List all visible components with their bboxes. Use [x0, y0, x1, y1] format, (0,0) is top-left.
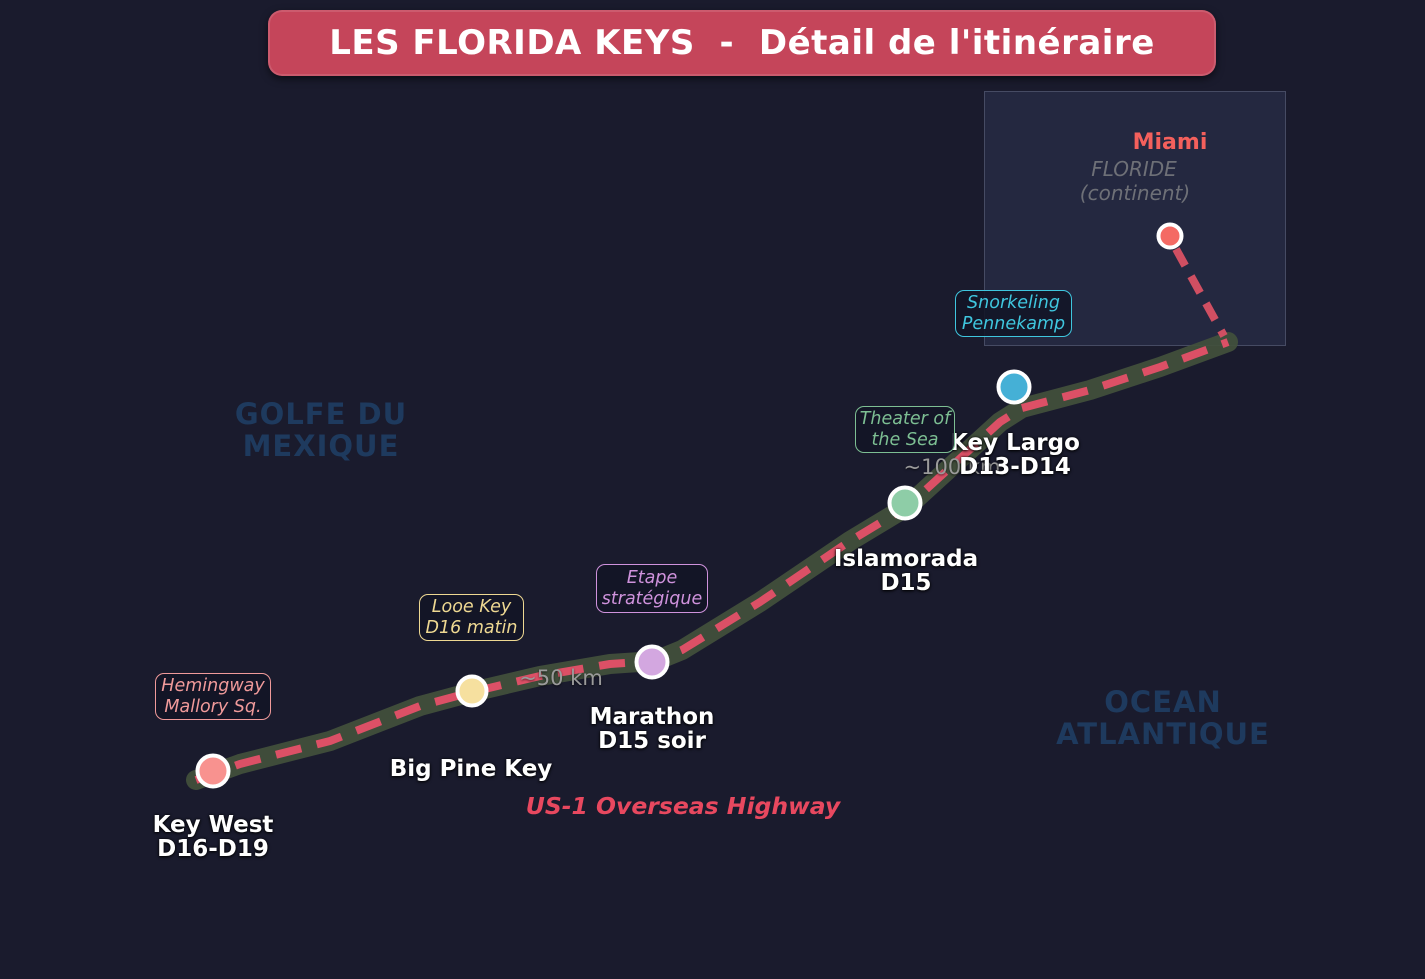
highway-name-label: US-1 Overseas Highway: [525, 792, 841, 820]
page-title: LES FLORIDA KEYS - Détail de l'itinérair…: [329, 23, 1155, 63]
distance-50km: ~50 km: [519, 666, 603, 690]
title-banner: LES FLORIDA KEYS - Détail de l'itinérair…: [268, 10, 1216, 76]
stop-dot-big-pine-key: [455, 674, 489, 708]
atlantic-label-line2: ATLANTIQUE: [1056, 717, 1270, 751]
floride-region-label: FLORIDE: [1091, 157, 1177, 181]
stop-dot-key-west: [195, 753, 231, 789]
gulf-of-mexico-label: GOLFE DU MEXIQUE: [235, 398, 407, 462]
stop-dot-miami: [1156, 222, 1184, 250]
highway-red-dashes: [194, 338, 1230, 784]
stop-dot-marathon: [634, 644, 670, 680]
atlantic-label-line1: OCEAN: [1104, 685, 1222, 719]
atlantic-ocean-label: OCEAN ATLANTIQUE: [1056, 686, 1270, 750]
gulf-label-line1: GOLFE DU: [234, 397, 408, 431]
gulf-label-line2: MEXIQUE: [242, 429, 400, 463]
miami-connector-dashes: [1172, 247, 1228, 338]
stop-label-big-pine-key: Big Pine Key: [389, 756, 553, 782]
stop-dot-key-largo: [996, 369, 1032, 405]
stop-dot-islamorada: [887, 485, 923, 521]
miami-city-label: Miami: [1132, 130, 1208, 155]
distance-100km: ~100 km: [903, 455, 1001, 479]
continent-region-label: (continent): [1079, 181, 1191, 205]
